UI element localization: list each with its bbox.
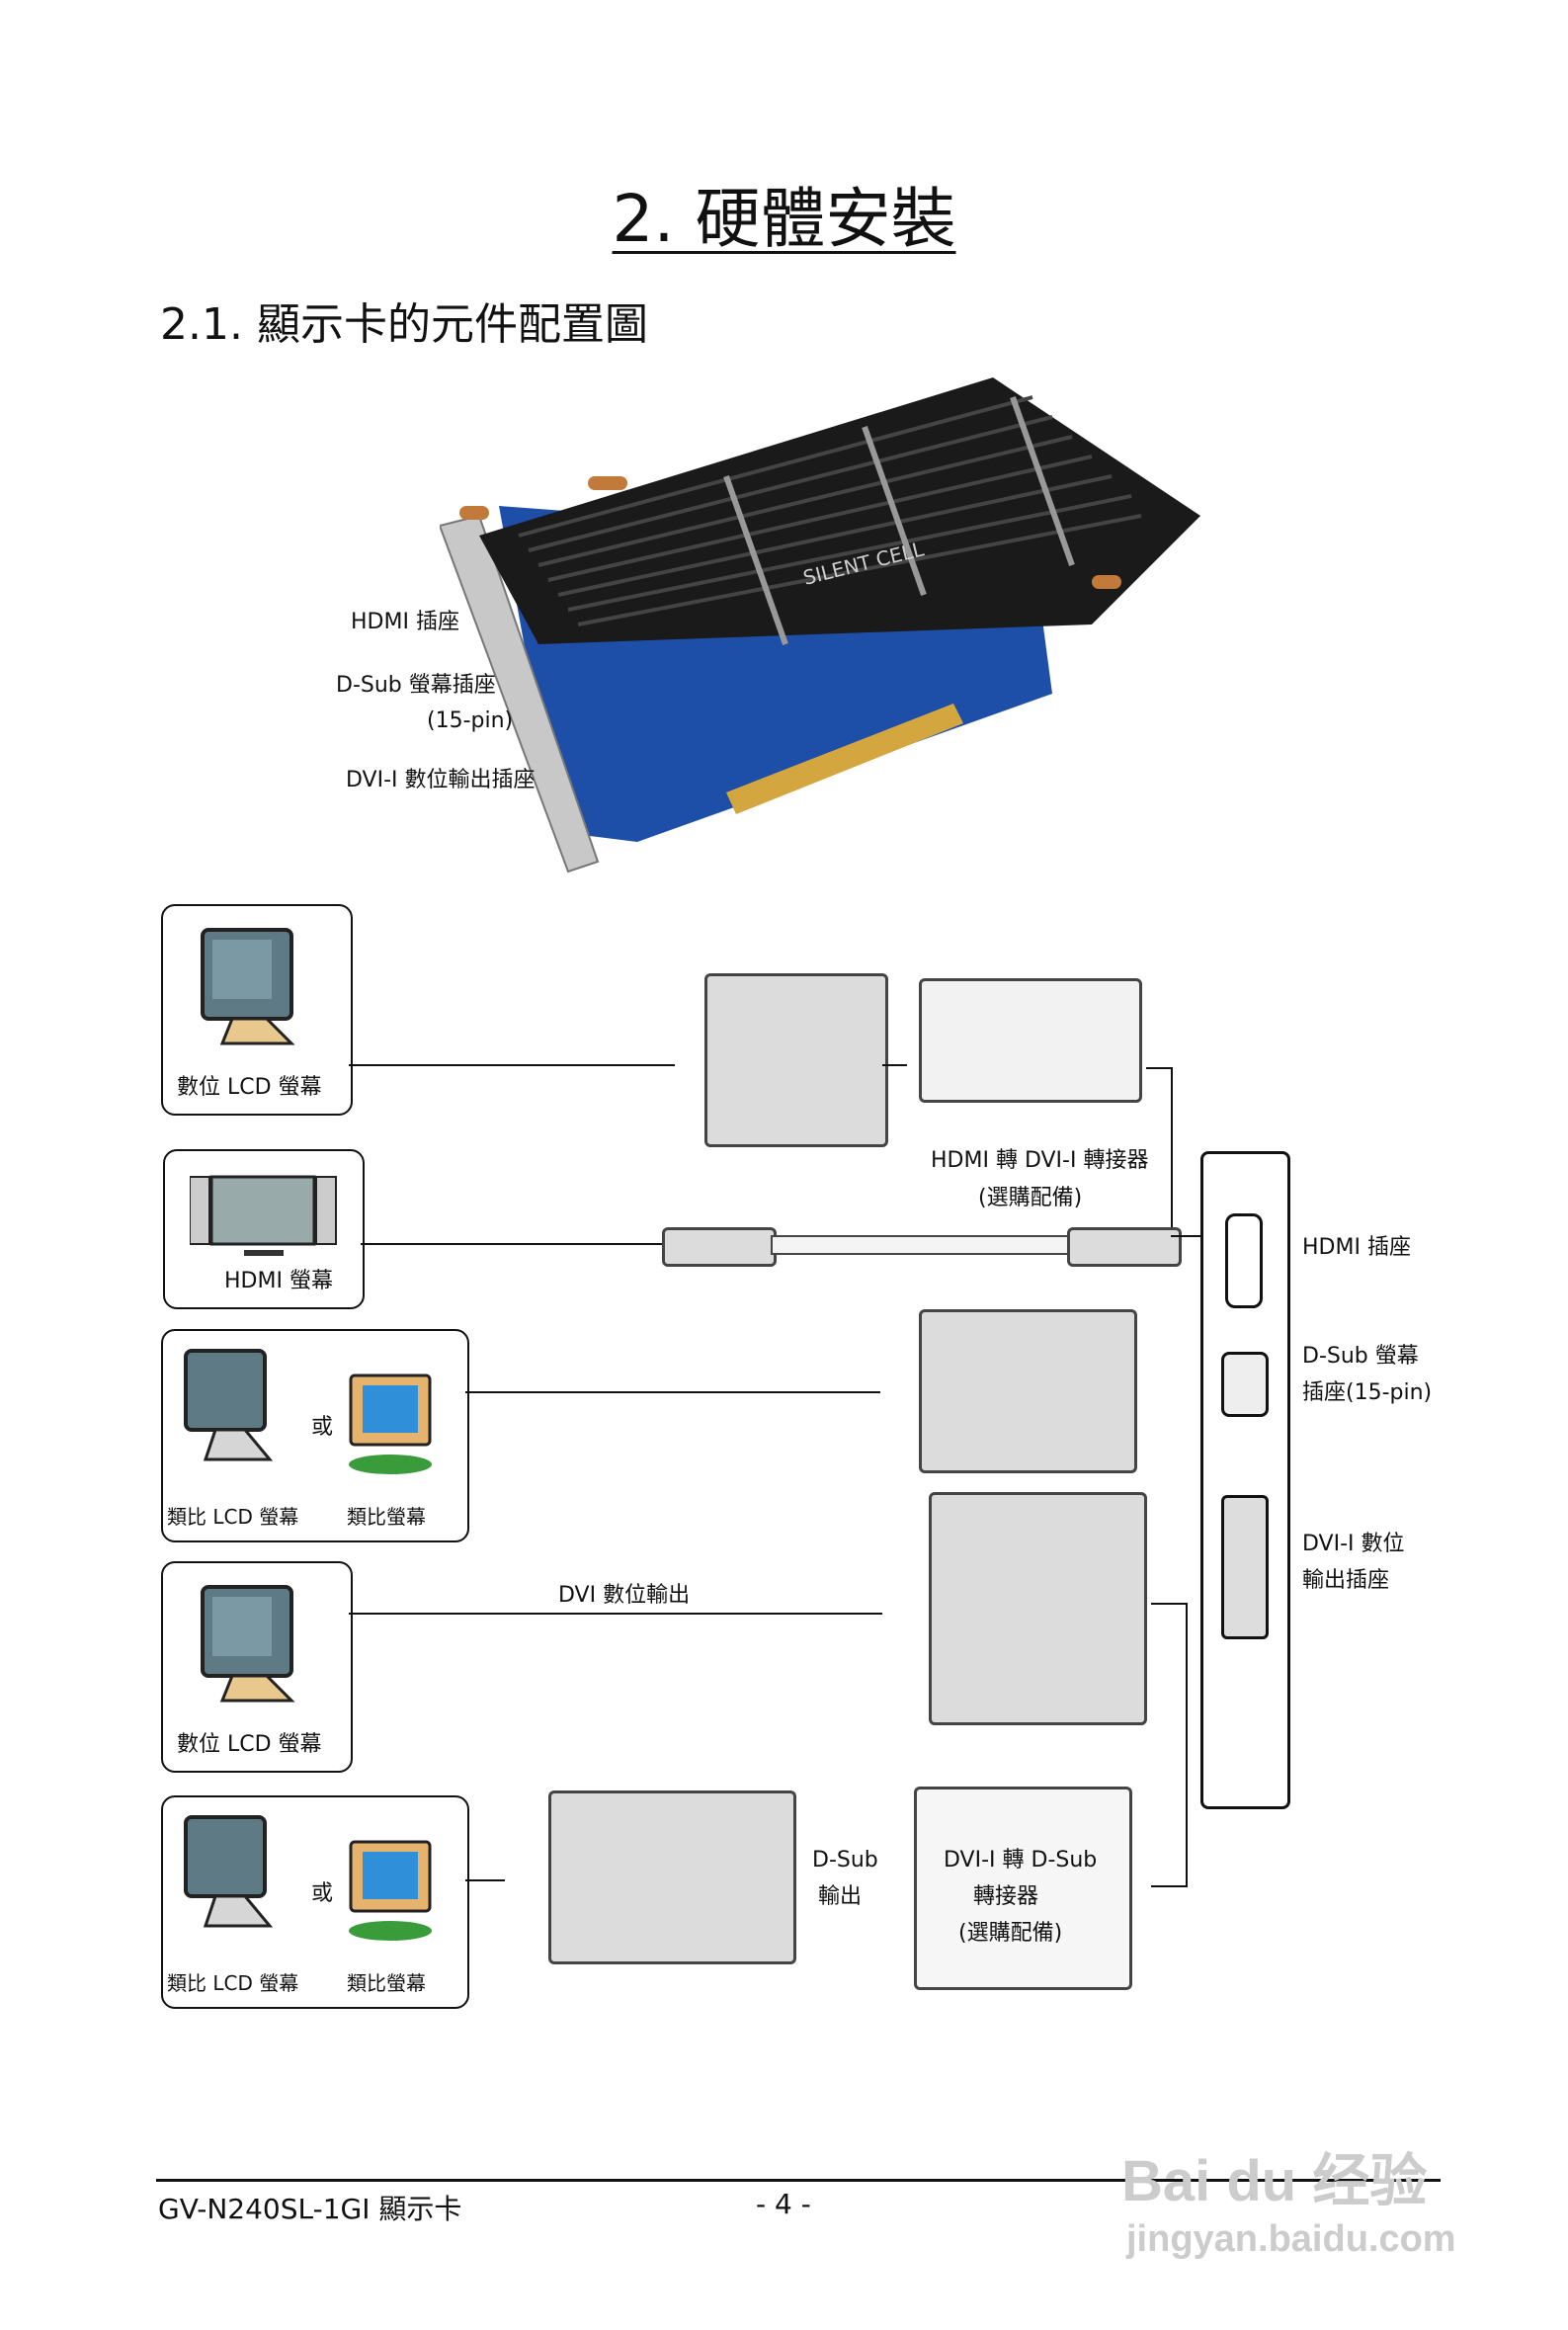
lcd-monitor-icon (201, 928, 295, 1045)
baidu-watermark-url: jingyan.baidu.com (1126, 2218, 1456, 2260)
digital-lcd-box-1: 數位 LCD 螢幕 (161, 904, 353, 1116)
lcd-monitor-icon (201, 1585, 295, 1703)
digital-lcd-label-1: 數位 LCD 螢幕 (177, 1075, 322, 1100)
hdmi-dvi-adapter-label: HDMI 轉 DVI-I 轉接器 (931, 1148, 1149, 1173)
analog-lcd-label-1: 類比 LCD 螢幕 (167, 1505, 299, 1529)
or-label-2: 或 (311, 1881, 334, 1906)
page-number: - 4 - (756, 2188, 811, 2220)
footer-divider (156, 2179, 1441, 2182)
card-dsub-label: D-Sub 螢幕插座 (336, 673, 496, 698)
dvi-dsub-adapter-label-2: 轉接器 (973, 1884, 1039, 1909)
dvi-output-label: DVI 數位輸出 (558, 1583, 691, 1608)
dsub-port-icon (1221, 1352, 1269, 1417)
hdmi-monitor-box: HDMI 螢幕 (163, 1149, 365, 1309)
dvi-dsub-adapter-label-3: (選購配備) (958, 1921, 1063, 1946)
bracket-dvi-label-1: DVI-I 數位 (1302, 1532, 1405, 1556)
hdmi-dvi-adapter (919, 978, 1142, 1103)
card-bracket (1200, 1151, 1290, 1809)
digital-lcd-box-2: 數位 LCD 螢幕 (161, 1561, 353, 1773)
dvi-connector-1 (704, 973, 888, 1147)
card-dsub-pin-label: (15-pin) (427, 708, 514, 733)
card-hdmi-label: HDMI 插座 (351, 610, 459, 634)
dvi-connector-2 (929, 1492, 1147, 1725)
analog-monitor-box-1: 或 類比 LCD 螢幕 類比螢幕 (161, 1329, 469, 1542)
analog-lcd-label-2: 類比 LCD 螢幕 (167, 1971, 299, 1995)
hdmi-port-icon (1225, 1213, 1263, 1308)
graphics-card-image: SILENT CELL (440, 377, 1200, 874)
crt-monitor-icon (349, 1840, 432, 1941)
analog-lcd-icon (184, 1815, 274, 1928)
bracket-dsub-label-1: D-Sub 螢幕 (1302, 1344, 1419, 1369)
analog-monitor-box-2: 或 類比 LCD 螢幕 類比螢幕 (161, 1795, 469, 2009)
crt-monitor-icon (349, 1373, 432, 1474)
digital-lcd-label-2: 數位 LCD 螢幕 (177, 1732, 322, 1757)
dvi-dsub-adapter (914, 1787, 1132, 1990)
section-title: 2.1. 顯示卡的元件配置圖 (160, 299, 648, 350)
footer-model: GV-N240SL-1GI 顯示卡 (158, 2193, 462, 2225)
hdmi-cable-plug-left (662, 1227, 777, 1267)
or-label-1: 或 (311, 1415, 334, 1440)
bracket-hdmi-label: HDMI 插座 (1302, 1235, 1411, 1260)
dvi-dsub-adapter-label-1: DVI-I 轉 D-Sub (944, 1848, 1098, 1872)
card-dvi-label: DVI-I 數位輸出插座 (346, 768, 536, 792)
tv-monitor-icon (190, 1175, 337, 1256)
hdmi-monitor-label: HDMI 螢幕 (224, 1269, 333, 1293)
page-title: 2. 硬體安裝 (612, 181, 956, 257)
dsub-connector-2 (548, 1790, 796, 1964)
hdmi-cable-plug-right (1067, 1227, 1182, 1267)
analog-lcd-icon (184, 1349, 274, 1461)
baidu-watermark-logo: Bai du 经验 (1121, 2149, 1428, 2213)
dsub-connector (919, 1309, 1137, 1473)
dsub-output-label-2: 輸出 (818, 1884, 863, 1909)
analog-crt-label-1: 類比螢幕 (347, 1505, 426, 1529)
hdmi-dvi-adapter-optional: (選購配備) (978, 1186, 1083, 1210)
dsub-output-label-1: D-Sub (812, 1848, 878, 1872)
bracket-dsub-label-2: 插座(15-pin) (1302, 1380, 1433, 1405)
dvi-port-icon (1221, 1495, 1269, 1639)
analog-crt-label-2: 類比螢幕 (347, 1971, 426, 1995)
bracket-dvi-label-2: 輸出插座 (1302, 1568, 1390, 1593)
